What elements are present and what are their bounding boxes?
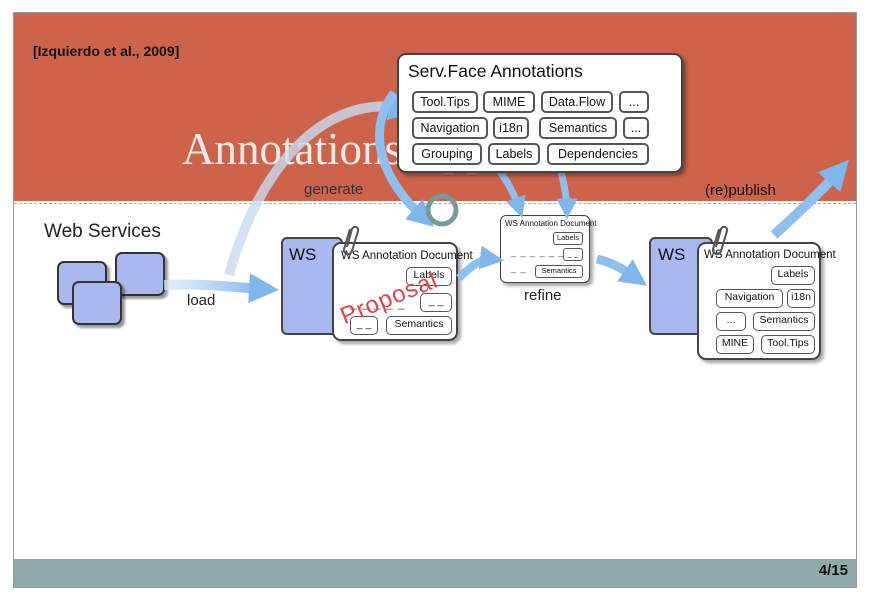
tag-dataflow: Data.Flow <box>541 91 613 113</box>
tag-i18n: i18n <box>493 117 529 139</box>
tag-ellipsis: ... <box>619 91 649 113</box>
placeholder-line: _ _ <box>511 263 527 273</box>
generate-label: generate <box>304 181 364 198</box>
tag-grouping: Grouping <box>412 143 482 165</box>
tag-i18n: i18n <box>787 289 815 308</box>
placeholder-line: _ _ _ _ _ _ <box>511 247 565 257</box>
tag-labels: Labels <box>771 266 815 285</box>
publish-arrow <box>595 254 648 286</box>
tag-tooltips: Tool.Tips <box>761 335 815 354</box>
tag-ellipsis: ... <box>716 312 746 331</box>
servface-title: Serv.Face Annotations <box>408 61 583 81</box>
paperclip-icon <box>711 225 729 256</box>
header-divider <box>14 203 856 204</box>
ws-label-generated: WS <box>289 245 317 264</box>
tag-semantics: Semantics <box>753 312 815 331</box>
load-label: load <box>187 292 216 309</box>
web-services-label: Web Services <box>44 221 161 242</box>
tag-mime: MIME <box>483 91 535 113</box>
tag-labels: Labels <box>406 267 452 286</box>
doc-title: WS Annotation Document <box>704 249 836 261</box>
paperclip-icon <box>342 225 360 256</box>
page-number: 4/15 <box>818 562 848 579</box>
tag-navigation: Navigation <box>412 117 488 139</box>
tag-tooltips: Tool.Tips <box>412 91 478 113</box>
tag-mine: MINE <box>716 335 754 354</box>
refine-label: refine <box>524 287 562 304</box>
slide: [Izquierdo et al., 2009] Annotations App… <box>13 12 857 588</box>
tag-dependencies: Dependencies <box>547 143 649 165</box>
ws-annotation-document-refined: WS Annotation Document Labels _ _ _ _ _ … <box>500 215 597 283</box>
ws-label-published: WS <box>658 245 686 264</box>
republish-label: (re)publish <box>705 182 776 199</box>
refine-in-arrow <box>456 245 504 281</box>
tag-labels: Labels <box>553 232 583 245</box>
servface-to-doc-arrow <box>375 90 435 227</box>
republish-arrow <box>770 159 849 239</box>
web-service-box-icon <box>115 252 165 296</box>
doc-title: WS Annotation Document <box>341 250 473 262</box>
tag-navigation: Navigation <box>716 289 783 308</box>
placeholder-line: _ _ _ _ _ <box>350 296 406 310</box>
refine-cycle-icon <box>425 193 459 227</box>
tag-semantics: Semantics <box>539 117 617 139</box>
tag-labels: Labels <box>488 143 540 165</box>
tag-semantics: Semantics <box>386 316 452 335</box>
tag-empty: _ _ <box>420 293 452 312</box>
load-arrow <box>163 273 279 304</box>
tag-ellipsis: ... <box>623 117 649 139</box>
tag-empty: _ _ <box>350 316 378 335</box>
doc-title: WS Annotation Document <box>505 219 597 228</box>
tag-empty: _ _ <box>563 248 583 261</box>
generate-arrow <box>224 90 419 277</box>
footer-band <box>14 559 856 587</box>
tag-semantics: Semantics <box>535 265 583 278</box>
citation: [Izquierdo et al., 2009] <box>33 43 180 59</box>
flow-arrows <box>163 90 849 304</box>
servface-annotations-panel: Serv.Face Annotations Tool.Tips MIME Dat… <box>397 53 683 173</box>
ws-annotation-document-published: WS Annotation Document Labels Navigation… <box>697 242 836 360</box>
web-service-box-icon <box>72 281 122 325</box>
ws-annotation-document-generated: WS Annotation Document Labels _ _ _ _ Se… <box>332 242 473 341</box>
